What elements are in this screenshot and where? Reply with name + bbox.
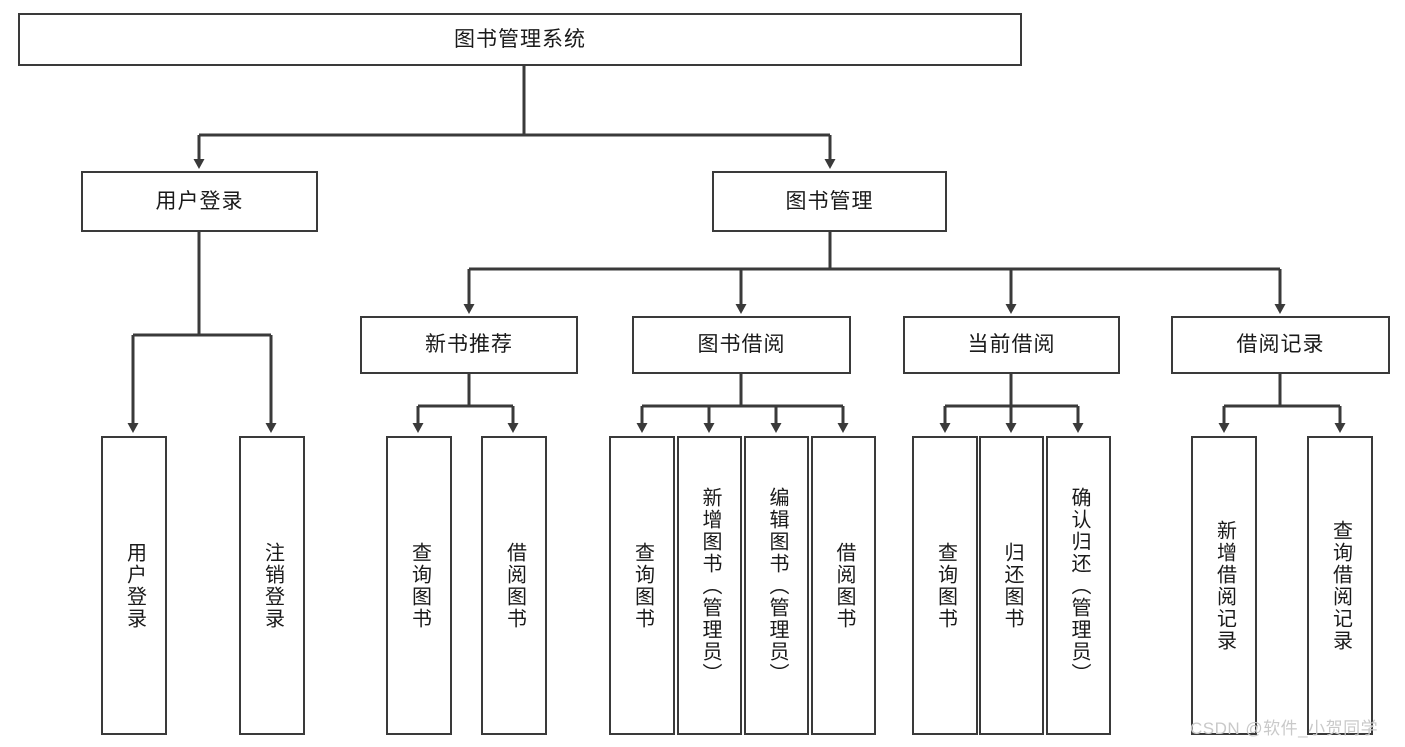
node-book-borrow[interactable]: 图书借阅 [632,316,851,374]
leaf-borrow-book-2[interactable]: 借阅图书 [811,436,876,735]
leaf-add-book[interactable]: 新增图书（管理员） [677,436,742,735]
leaf-query-book-2[interactable]: 查询图书 [609,436,675,735]
leaf-user-login[interactable]: 用户登录 [101,436,167,735]
leaf-return-book[interactable]: 归还图书 [979,436,1044,735]
node-user-login[interactable]: 用户登录 [81,171,318,232]
leaf-edit-book[interactable]: 编辑图书（管理员） [744,436,809,735]
leaf-borrow-book-1[interactable]: 借阅图书 [481,436,547,735]
node-root[interactable]: 图书管理系统 [18,13,1022,66]
node-borrow-record[interactable]: 借阅记录 [1171,316,1390,374]
leaf-query-book-3[interactable]: 查询图书 [912,436,978,735]
leaf-query-record[interactable]: 查询借阅记录 [1307,436,1373,735]
node-new-book-recommend[interactable]: 新书推荐 [360,316,578,374]
leaf-confirm-return[interactable]: 确认归还（管理员） [1046,436,1111,735]
leaf-add-record[interactable]: 新增借阅记录 [1191,436,1257,735]
leaf-user-logout[interactable]: 注销登录 [239,436,305,735]
node-current-borrow[interactable]: 当前借阅 [903,316,1120,374]
node-book-management[interactable]: 图书管理 [712,171,947,232]
leaf-query-book-1[interactable]: 查询图书 [386,436,452,735]
